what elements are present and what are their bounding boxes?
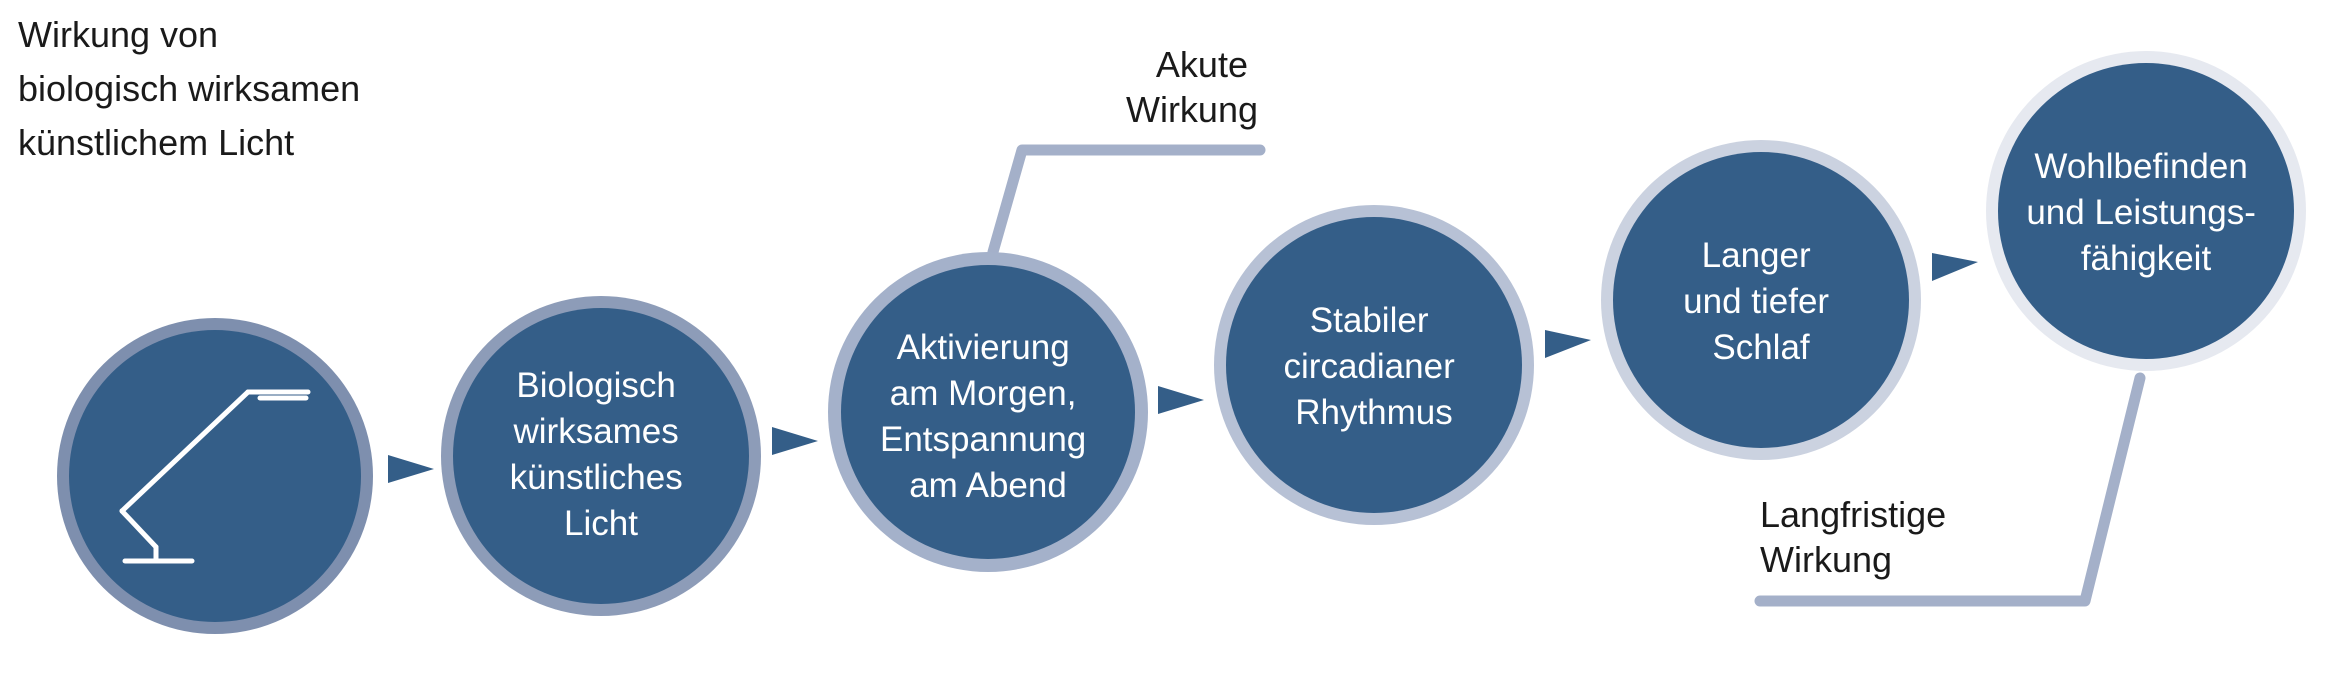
svg-text:Biologisch wirksames: Biologisch wirksames künstliches Licht [510,366,693,543]
node-rhythm-line-3: Rhythmus [1295,393,1453,432]
svg-text:Wohlbefinden und Leistun: Wohlbefinden und Leistungs- fähigkeit [2026,147,2265,278]
node-wellbeing: Wohlbefinden und Leistungs- fähigkeit [1986,51,2306,371]
node-light-line-4: Licht [564,504,638,543]
svg-text:Aktivierung am Morgen,: Aktivierung am Morgen, Entspannung am Ab… [880,328,1096,505]
triangle-arrow-icon [1545,330,1591,358]
triangle-arrow-icon [1932,253,1978,281]
svg-text:Akute Wirkung: Akute Wirkung [1126,44,1258,130]
node-wellbeing-core [1998,63,2294,359]
node-activation: Aktivierung am Morgen, Entspannung am Ab… [828,252,1148,572]
node-sleep: Langer und tiefer Schlaf [1601,140,1921,460]
acute-effect-connector [987,144,1266,258]
title-line-2: biologisch wirksamen [18,68,361,109]
triangle-arrow-icon [772,427,818,455]
node-wellbeing-line-2: und Leistungs- [2026,193,2256,232]
diagram-title: Wirkung von biologisch wirksamen künstli… [18,8,360,170]
node-activation-line-3: Entspannung [880,420,1086,459]
node-light-line-2: wirksames [512,412,678,451]
longterm-effect-line-2: Wirkung [1760,539,1892,580]
node-sleep-line-3: Schlaf [1712,328,1810,367]
acute-effect-line-1: Akute [1156,44,1248,85]
longterm-effect-connector [1754,372,2146,607]
node-activation-line-4: am Abend [909,466,1067,505]
node-rhythm-line-1: Stabiler [1310,301,1429,340]
triangle-arrow-icon [388,455,434,483]
node-activation-core [841,265,1135,559]
triangle-arrow-icon [1158,386,1204,414]
node-lamp-core [69,330,361,622]
node-light-line-1: Biologisch [516,366,676,405]
desk-lamp-icon [119,389,311,564]
node-light-line-3: künstliches [510,458,683,497]
svg-text:Langer und tiefer: Langer und tiefer Schlaf [1683,236,1839,367]
node-sleep-core [1613,152,1909,448]
longterm-effect-line-1: Langfristige [1760,494,1946,535]
node-light: Biologisch wirksames künstliches Licht [441,296,761,616]
svg-text:Langfristige Wirkung: Langfristige Wirkung [1760,494,1956,580]
node-rhythm-core [1226,217,1522,513]
node-rhythm: Stabiler circadianer Rhythmus [1214,205,1534,525]
node-light-core [453,308,749,604]
node-rhythm-line-2: circadianer [1284,347,1456,386]
node-wellbeing-line-1: Wohlbefinden [2034,147,2247,186]
title-line-3: künstlichem Licht [18,122,295,163]
node-activation-line-1: Aktivierung [897,328,1070,367]
node-sleep-line-2: und tiefer [1683,282,1829,321]
title-line-1: Wirkung von [18,14,219,55]
node-lamp [57,318,373,634]
svg-text:Stabiler circadianer: Stabiler circadianer Rhythmus [1284,301,1465,432]
acute-effect-line-2: Wirkung [1126,89,1258,130]
node-wellbeing-line-3: fähigkeit [2081,239,2212,278]
node-sleep-line-1: Langer [1702,236,1811,275]
node-activation-line-2: am Morgen, [890,374,1077,413]
